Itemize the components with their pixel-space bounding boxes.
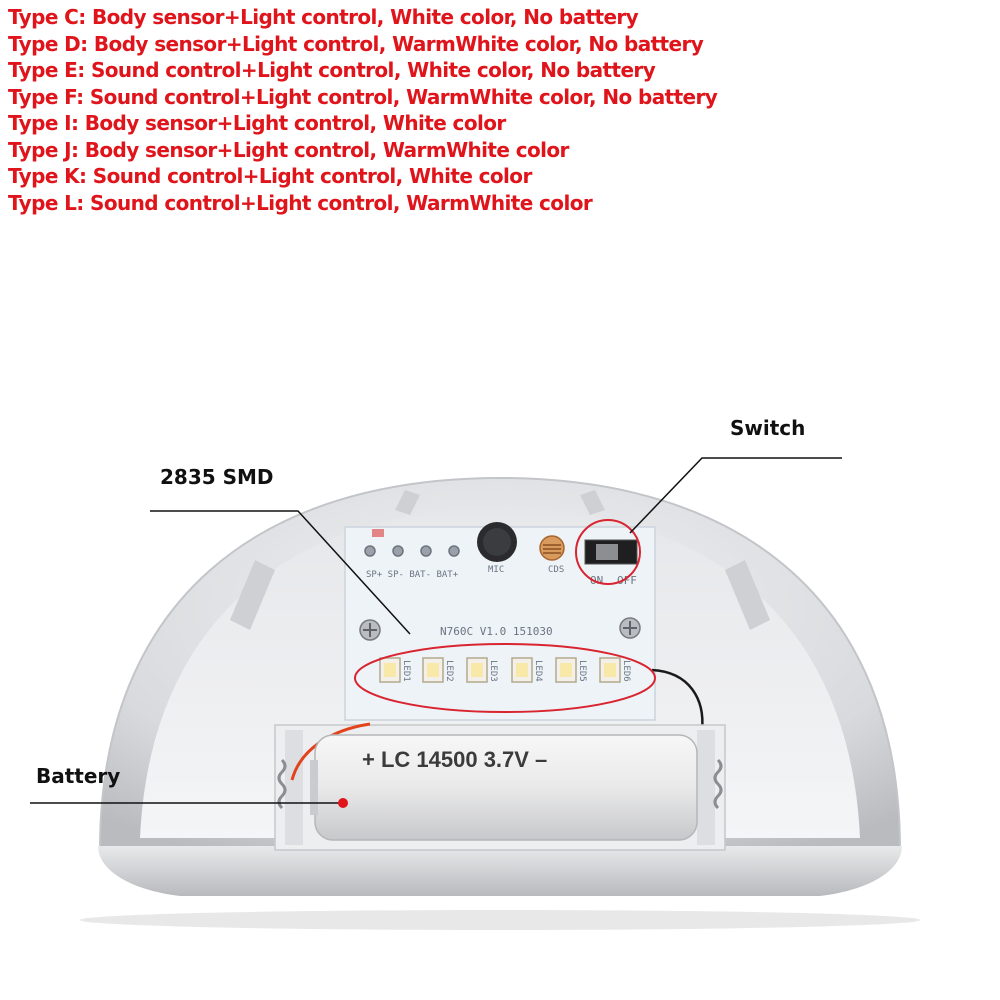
smd-callout-label: 2835 SMD	[160, 465, 274, 489]
variant-item: Type K: Sound control+Light control, Whi…	[8, 164, 532, 188]
housing-rib	[395, 490, 420, 515]
housing-rib	[725, 560, 770, 630]
led-chip: LED1	[379, 657, 411, 683]
led-label: LED4	[533, 660, 543, 682]
battery-marker-dot	[338, 798, 348, 808]
led-chip: LED3	[466, 657, 498, 683]
smd-leader-line	[150, 510, 411, 635]
led-highlight-circle	[354, 643, 656, 713]
battery-callout-label: Battery	[36, 764, 121, 788]
led-chip: LED5	[555, 657, 587, 683]
variant-item: Type F: Sound control+Light control, War…	[8, 84, 718, 109]
variant-item: Type E: Sound control+Light control, Whi…	[8, 58, 656, 82]
variant-item: Type L: Sound control+Light control, War…	[8, 190, 593, 215]
variant-item: Type C: Body sensor+Light control, White…	[8, 5, 639, 29]
battery-label: + LC 14500 3.7V –	[362, 747, 547, 772]
variant-item: Type D: Body sensor+Light control, WarmW…	[8, 31, 704, 56]
switch-off-label: OFF	[617, 574, 637, 587]
housing-base	[98, 846, 902, 896]
switch-leader-line	[629, 457, 842, 534]
led-label: LED6	[621, 660, 631, 682]
screw-icon	[619, 617, 641, 639]
variant-item: Type J: Body sensor+Light control, WarmW…	[8, 137, 569, 162]
led-chip: LED2	[422, 657, 454, 683]
pcb-board-id: N760C V1.0 151030	[440, 625, 553, 638]
pcb-cds-label: CDS	[548, 565, 564, 575]
shadow	[80, 910, 920, 930]
light-sensor-icon	[539, 535, 565, 561]
slide-switch-icon	[584, 539, 638, 565]
pcb-pad-labels: SP+ SP- BAT- BAT+	[366, 570, 459, 580]
variant-list: Type C: Body sensor+Light control, White…	[8, 4, 718, 216]
led-label: LED3	[488, 660, 498, 682]
led-label: LED5	[577, 660, 587, 682]
screw-icon	[359, 619, 381, 641]
led-label: LED1	[401, 660, 411, 682]
battery-cell: + LC 14500 3.7V –	[310, 734, 698, 841]
pcb-board: SP+ SP- BAT- BAT+ MIC CDS ON OFF N760C V…	[344, 522, 656, 721]
spring-icon	[713, 758, 723, 810]
housing-rib	[230, 560, 275, 630]
led-row: LED1 LED2 LED3 LED4 LED5	[379, 657, 631, 683]
spring-icon	[277, 758, 287, 810]
switch-callout-label: Switch	[730, 416, 806, 440]
pcb-mic-label: MIC	[488, 565, 504, 575]
housing-rib	[580, 490, 605, 515]
variant-item: Type I: Body sensor+Light control, White…	[8, 111, 506, 135]
switch-highlight-circle	[575, 519, 641, 585]
led-chip: LED4	[511, 657, 543, 683]
led-chip: LED6	[599, 657, 631, 683]
led-label: LED2	[444, 660, 454, 682]
